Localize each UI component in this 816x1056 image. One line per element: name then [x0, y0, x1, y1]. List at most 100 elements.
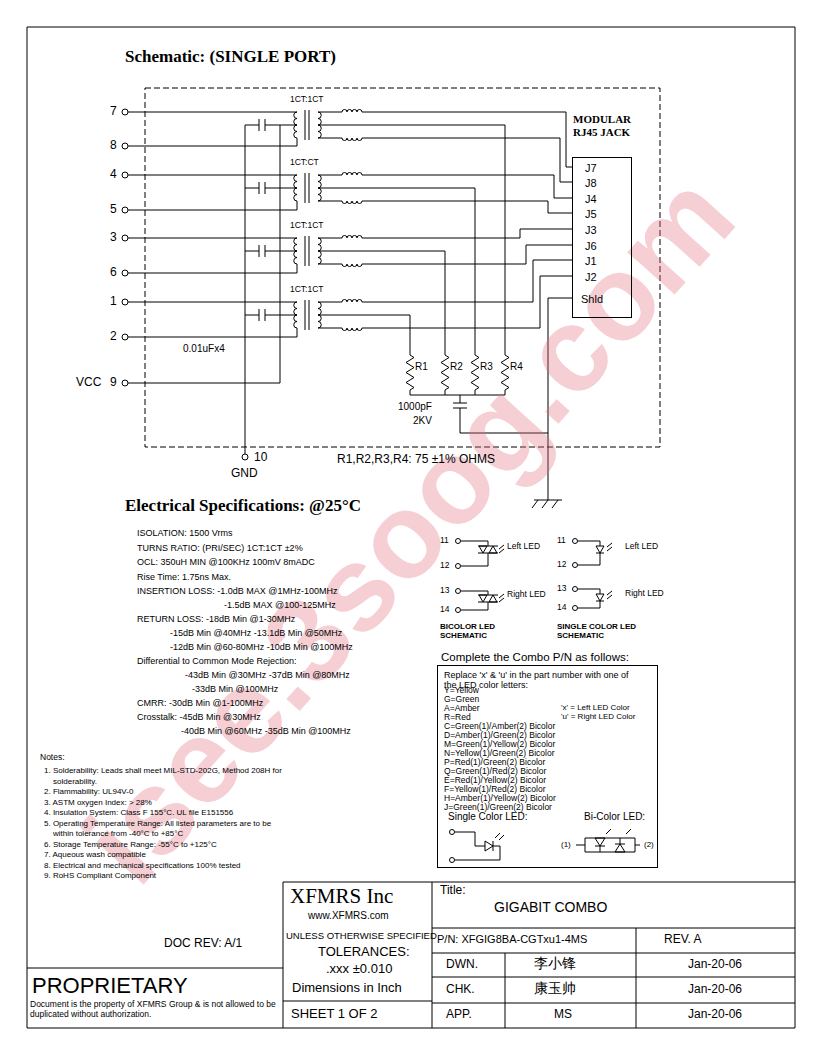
text-label: SINGLE COLOR LED SCHEMATIC: [557, 622, 643, 640]
text-label: TURNS RATIO: (PRI/SEC) 1CT:1CT ±2%: [137, 543, 303, 553]
title-block-grid: [27, 882, 795, 1028]
text-label: Electrical Specifications: @25°C: [125, 496, 361, 516]
page-frame: [27, 27, 795, 1028]
text-label: CHK.: [446, 983, 475, 997]
text-label: Rise Time: 1.75ns Max.: [137, 572, 231, 582]
led-terminal: [456, 589, 461, 594]
text-label: J5: [585, 208, 597, 221]
led-terminal: [573, 606, 578, 611]
text-label: VCC: [76, 376, 101, 390]
text-label: P/N: XFGIG8BA-CGTxu1-4MS: [437, 933, 587, 946]
led-terminal: [450, 830, 455, 835]
text-label: 'x' = Left LED Color: [561, 703, 630, 712]
text-label: TOLERANCES:: [318, 945, 410, 960]
text-label: 2: [110, 330, 117, 344]
text-label: DOC REV: A/1: [164, 937, 242, 951]
capacitor-symbol: [259, 182, 265, 194]
text-label: 1CT:1CT: [290, 221, 324, 231]
led-terminal: [450, 858, 455, 863]
text-label: -43dB Min @30MHz -37dB Min @80MHz: [185, 670, 350, 680]
note-text: 8. Electrical and mechanical specificati…: [44, 861, 284, 872]
choke-symbol: [342, 110, 362, 141]
text-label: BICOLOR LED SCHEMATIC: [440, 622, 502, 640]
text-label: Shld: [581, 293, 603, 306]
led-symbol: [455, 832, 504, 860]
text-label: R1,R2,R3,R4: 75 ±1% OHMS: [337, 453, 495, 467]
choke-symbol: [342, 173, 362, 204]
text-label: 3: [110, 231, 117, 245]
led-symbol: [461, 591, 504, 610]
pin-terminal: [122, 143, 128, 149]
text-label: 11: [440, 536, 449, 546]
text-label: -12dB Min @60-80MHz -10dB Min @100MHz: [170, 642, 353, 652]
text-label: 13: [440, 586, 449, 596]
text-label: 2KV: [413, 415, 432, 427]
text-label: Dimensions in Inch: [292, 981, 402, 996]
text-label: 4: [110, 168, 117, 182]
text-label: MS: [554, 1008, 572, 1022]
led-terminal: [573, 539, 578, 544]
transformer-symbol: [294, 300, 322, 330]
pin-terminal: [122, 207, 128, 213]
text-label: 7: [110, 105, 117, 119]
text-label: J7: [585, 162, 597, 175]
capacitor-symbol: [259, 245, 265, 257]
pin-terminal: [242, 454, 248, 460]
text-label: Jan-20-06: [688, 983, 742, 997]
text-label: DWN.: [446, 958, 478, 972]
text-label: J1: [585, 255, 597, 268]
led-symbol: [578, 541, 612, 565]
text-label: J3: [585, 224, 597, 237]
pin-terminal: [122, 235, 128, 241]
notes-block: 1. Solderability: Leads shall meet MIL-S…: [44, 766, 284, 882]
capacitor-symbol: [259, 119, 265, 131]
text-label: R1: [415, 361, 428, 373]
text-label: R3: [480, 361, 493, 373]
note-text: 2. Flammability: UL94V-0: [44, 787, 284, 798]
text-label: J8: [585, 177, 597, 190]
text-label: Document is the property of XFMRS Group …: [30, 1000, 282, 1020]
text-label: -1.5dB MAX @100-125MHz: [224, 600, 336, 610]
text-label: OCL: 350uH MIN @100KHz 100mV 8mADC: [137, 557, 315, 567]
text-label: 6: [110, 266, 117, 280]
text-label: PROPRIETARY: [32, 973, 188, 998]
pin-terminal: [122, 380, 128, 386]
note-text: 4. Insulation System: Class F 155°C. UL …: [44, 808, 284, 819]
text-label: J4: [585, 193, 597, 206]
transformer-symbol: [294, 173, 322, 203]
text-label: INSERTION LOSS: -1.0dB MAX @1MHz-100MHz: [137, 586, 338, 596]
text-label: APP.: [446, 1008, 472, 1022]
text-label: GIGABIT COMBO: [494, 899, 607, 915]
text-label: 12: [440, 561, 449, 571]
text-label: 14: [440, 605, 449, 615]
note-text: 3. ASTM oxygen Index: > 28%: [44, 798, 284, 809]
text-label: 1: [110, 295, 117, 309]
text-label: Notes:: [40, 753, 65, 763]
text-label: 12: [557, 560, 566, 570]
text-label: REV. A: [664, 933, 702, 947]
text-label: 1CT:1CT: [290, 95, 324, 105]
text-label: 0.01uFx4: [183, 343, 225, 355]
note-text: 5. Operating Temperature Range: All list…: [44, 819, 284, 840]
text-label: 13: [557, 584, 566, 594]
pin-terminal: [122, 334, 128, 340]
text-label: Left LED: [507, 542, 540, 552]
text-label: J6: [585, 240, 597, 253]
note-text: 1. Solderability: Leads shall meet MIL-S…: [44, 766, 284, 787]
text-label: -15dB Min @40MHz -13.1dB Min @50MHz: [170, 628, 342, 638]
note-text: 9. RoHS Compliant Component: [44, 871, 284, 882]
bus-wire: [128, 125, 280, 454]
text-label: Schematic: (SINGLE PORT): [125, 47, 336, 67]
text-label: CMRR: -30dB Min @1-100MHz: [137, 698, 263, 708]
bicolor-led-symbol: [576, 829, 640, 852]
text-label: 康玉帅: [534, 980, 576, 996]
text-label: Complete the Combo P/N as follows:: [441, 651, 629, 664]
text-label: Right LED: [507, 590, 546, 600]
rj45-jack-box: MODULAR RJ45 JACKJ7J8J4J5J3J6J1J2Shld: [572, 157, 632, 318]
led-terminal: [456, 608, 461, 613]
text-label: Jan-20-06: [688, 1008, 742, 1022]
text-label: 'u' = Right LED Color: [561, 712, 635, 721]
led-terminal: [573, 563, 578, 568]
text-label: 9: [110, 376, 117, 390]
text-label: R4: [510, 361, 523, 373]
